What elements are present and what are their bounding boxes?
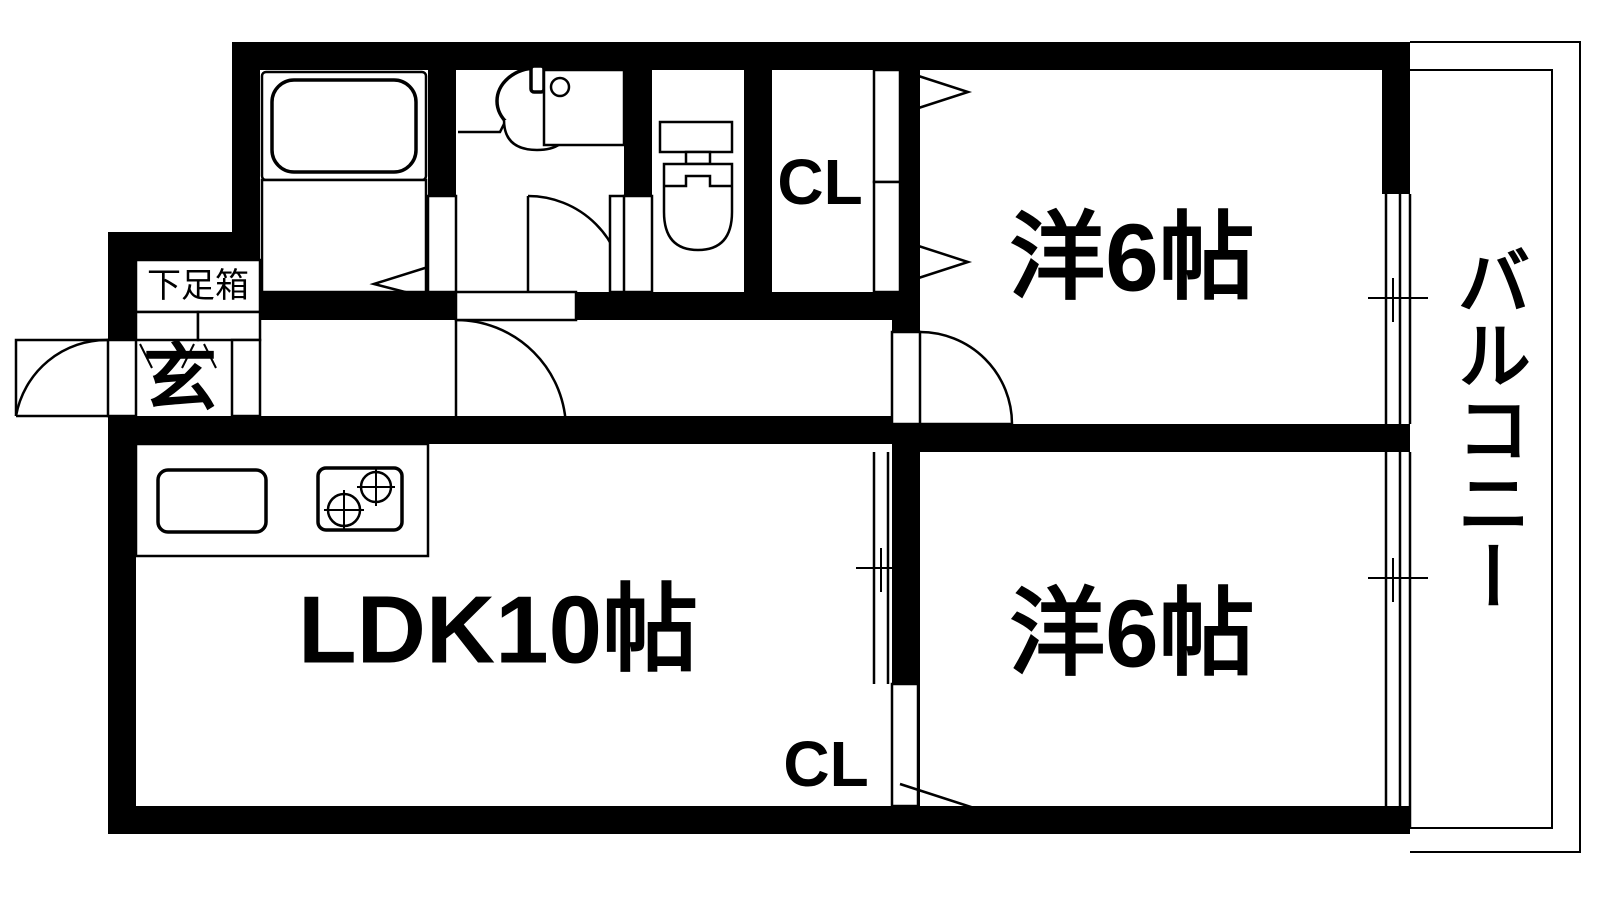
room-n-door-swing-icon[interactable] [919,330,1014,425]
balcony-inner-rail [1410,69,1553,829]
bath-floor-zone [260,178,428,294]
shoebox-icon [134,258,262,314]
shoebox-open-tick-2 [181,343,195,369]
room-n-floor [920,70,1382,424]
closet-n-arrow-icon-2[interactable] [899,238,973,286]
entrance-door-swing-icon[interactable] [14,338,109,417]
genkan-step-jamb [230,338,262,418]
balcony: バルコニー [1410,41,1581,853]
balcony-label: バルコニー [1447,243,1530,613]
kitchen [134,442,430,558]
wall-structure [108,42,1410,834]
balcony-outer-rail [1410,41,1581,853]
genkan-label: 玄 [143,337,217,420]
closet-n-arrow-icon-1[interactable] [899,68,973,116]
wall-hall-door-jamb [892,292,920,332]
wall-room-s-bottom [892,806,1410,834]
room-s-floor [920,452,1382,806]
room-fills [136,70,1382,806]
room-divider-sliding[interactable] [856,452,916,684]
balcony-window-south[interactable] [1368,452,1428,828]
ldk-label: LDK10帖 [298,577,698,684]
shoebox-door-right[interactable] [196,310,262,342]
closet-s-arrow-icon[interactable] [899,782,973,830]
wall-ldk-top-left [108,416,456,444]
toilet [622,120,734,294]
closet-south: CL [783,682,973,830]
closet-n-door-panel-1[interactable] [872,68,902,184]
toilet-entry-jamb [622,194,654,294]
room-north: 洋6帖 [890,205,1255,426]
bathroom [260,70,458,304]
wall-ldk-top-right [456,416,920,444]
hall-floor [260,320,892,416]
bathtub-icon [270,78,418,174]
bath-door-panel[interactable] [426,194,458,294]
burner-cross-1 [324,490,364,530]
wall-top [232,42,1410,70]
kitchen-sink-icon [156,468,268,534]
room-south-label: 洋6帖 [1009,581,1254,688]
closet-north-label: CL [777,146,862,218]
hall [454,290,578,431]
closet-s-floor [772,712,892,806]
closet-north: CL [777,68,973,294]
wall-genkan-top [108,232,260,260]
room-n-door-panel[interactable] [890,330,922,426]
toilet-seat-line [664,174,732,188]
room-north-label: 洋6帖 [1009,205,1254,312]
balcony-window-north[interactable] [1368,194,1428,424]
wall-toilet-right [744,42,772,320]
closet-n-door-panel-2[interactable] [872,180,902,294]
shoebox-open-tick-1 [139,343,153,369]
wall-closet-n-bottom [744,292,920,320]
hall-door-header [454,290,578,322]
shoebox-open-tick-3 [203,343,217,369]
wall-balcony-pier [1382,424,1410,452]
closet-n-floor [772,70,892,292]
genkan: 下足箱 玄 [14,258,262,420]
entrance-door-panel[interactable] [106,338,138,418]
closet-south-label: CL [783,728,868,800]
wall-ldk-left [108,416,136,834]
ldk: LDK10帖 [298,577,698,684]
hall-door-swing-icon[interactable] [455,318,568,431]
wall-rooms-divider [874,424,1410,452]
wall-closet-s-bottom [744,806,920,834]
shoebox-label: 下足箱 [147,267,249,305]
entrance-door-outline [14,338,108,416]
washroom [458,64,640,294]
wall-balcony-upper [1382,42,1410,194]
burner-cross-2 [357,468,395,506]
washer-drain-icon [549,76,571,98]
toilet-tank-icon [658,120,734,154]
faucet-icon [529,64,546,94]
room-south: 洋6帖 [856,452,1255,688]
toilet-connector-icon [684,150,712,166]
